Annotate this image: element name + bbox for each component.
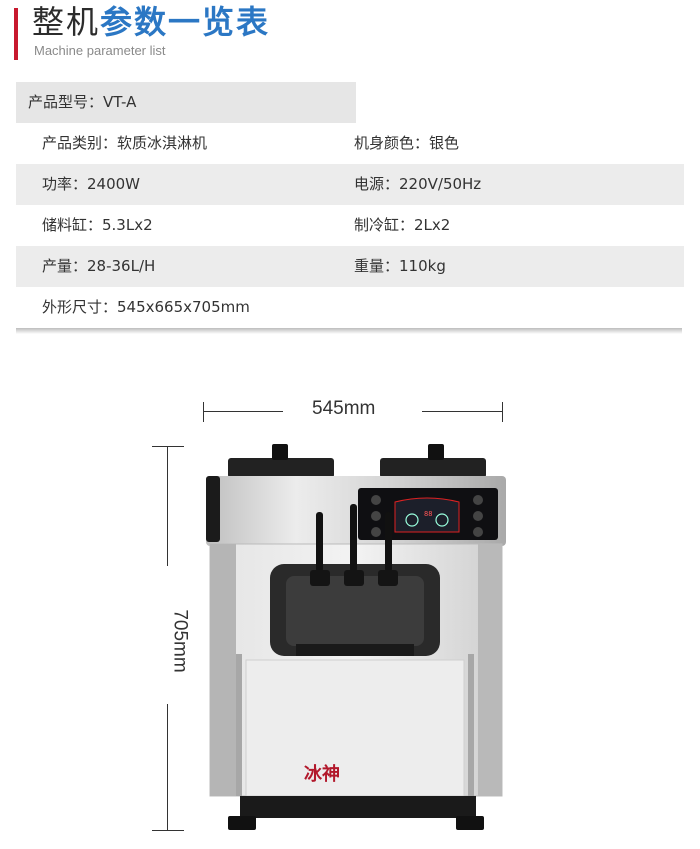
width-dimension-tick-right — [502, 402, 503, 422]
spec-cylinder: 制冷缸：2Lx2 — [354, 216, 451, 234]
spec-size: 外形尺寸：545x665x705mm — [42, 298, 250, 316]
spec-row: 产量：28-36L/H 重量：110kg — [16, 246, 684, 287]
width-dimension-line-left — [203, 411, 283, 412]
spec-category: 产品类别：软质冰淇淋机 — [42, 134, 208, 152]
spec-output: 产量：28-36L/H — [42, 257, 156, 275]
spec-row: 储料缸：5.3Lx2 制冷缸：2Lx2 — [16, 205, 684, 246]
machine-base — [240, 796, 476, 818]
body-groove-right — [468, 654, 474, 796]
spec-color: 机身颜色：银色 — [354, 134, 460, 152]
spec-row: 外形尺寸：545x665x705mm — [16, 287, 684, 328]
foot-left — [228, 816, 256, 830]
hopper-lid-right — [380, 458, 486, 478]
handle-middle — [350, 504, 357, 572]
panel-button — [473, 511, 483, 521]
spec-row: 功率：2400W 电源：220V/50Hz — [16, 164, 684, 205]
title-part-2: 参数一览表 — [100, 3, 271, 41]
panel-display — [394, 497, 460, 533]
body-side-right — [478, 544, 502, 796]
handle-left — [316, 512, 323, 572]
width-dimension-line-right — [422, 411, 502, 412]
title-accent-bar — [14, 8, 18, 60]
body-groove-left — [236, 654, 242, 796]
spec-row-model: 产品型号：VT-A — [16, 82, 356, 123]
lid-knob-right — [428, 444, 444, 460]
height-dimension-line-bottom — [167, 704, 168, 830]
height-dimension-tick-top — [152, 446, 184, 447]
table-shadow — [16, 328, 682, 334]
hopper-lid-left — [228, 458, 334, 478]
spec-power: 功率：2400W — [42, 175, 141, 193]
nozzle-middle — [344, 570, 364, 586]
spec-supply: 电源：220V/50Hz — [354, 175, 482, 193]
brand-logo: 冰神 — [304, 763, 340, 785]
spec-model: 产品型号：VT-A — [28, 93, 137, 111]
width-dimension-label: 545mm — [312, 398, 376, 419]
panel-button — [473, 495, 483, 505]
spec-row: 产品类别：软质冰淇淋机 机身颜色：银色 — [16, 123, 684, 164]
lid-knob-left — [272, 444, 288, 460]
dispensing-door-face — [286, 576, 424, 646]
panel-button — [371, 527, 381, 537]
foot-right — [456, 816, 484, 830]
ice-cream-machine-illustration: 88 冰神 — [206, 444, 506, 830]
page-subtitle: Machine parameter list — [34, 43, 166, 58]
lower-door — [245, 659, 465, 797]
page-title: 整机参数一览表 — [32, 2, 270, 42]
panel-fan-icon — [435, 513, 449, 527]
drip-tray — [296, 644, 414, 656]
height-dimension-tick-bottom — [152, 830, 184, 831]
nozzle-right — [378, 570, 398, 586]
spec-hopper: 储料缸：5.3Lx2 — [42, 216, 153, 234]
nozzle-left — [310, 570, 330, 586]
handle-right — [385, 512, 392, 572]
body-side-left — [210, 544, 236, 796]
panel-button — [473, 527, 483, 537]
panel-button — [371, 511, 381, 521]
title-part-1: 整机 — [32, 3, 101, 41]
spec-table: 产品型号：VT-A 产品类别：软质冰淇淋机 机身颜色：银色 功率：2400W 电… — [16, 82, 684, 328]
height-dimension-label: 705mm — [169, 609, 191, 673]
height-dimension-line-top — [167, 446, 168, 566]
panel-fan-icon — [405, 513, 419, 527]
width-dimension-tick-left — [203, 402, 204, 422]
panel-readout: 88 — [424, 510, 432, 518]
spec-weight: 重量：110kg — [354, 257, 446, 275]
panel-button — [371, 495, 381, 505]
head-dark-edge — [206, 476, 220, 542]
